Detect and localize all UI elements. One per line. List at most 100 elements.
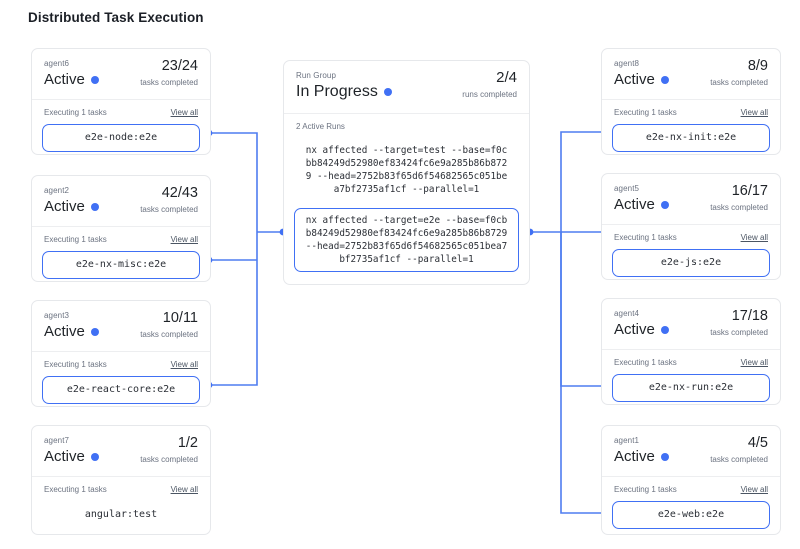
agent-task-count: 4/5 <box>747 435 768 451</box>
view-all-link[interactable]: View all <box>740 485 768 494</box>
task-pill[interactable]: e2e-js:e2e <box>612 249 770 277</box>
agent-card-header: agent1 Active 4/5 tasks completed <box>602 426 780 477</box>
task-pill[interactable]: angular:test <box>42 501 200 529</box>
executing-label: Executing 1 tasks <box>44 360 107 369</box>
agent-status: Active <box>614 447 768 466</box>
task-pill[interactable]: e2e-nx-run:e2e <box>612 374 770 402</box>
run-group-count-sublabel: runs completed <box>462 90 517 99</box>
agent-card-header: agent6 Active 23/24 tasks completed <box>32 49 210 100</box>
active-runs-label: 2 Active Runs <box>296 122 345 131</box>
view-all-link[interactable]: View all <box>170 360 198 369</box>
executing-label: Executing 1 tasks <box>44 485 107 494</box>
agent-task-count-sublabel: tasks completed <box>140 78 198 87</box>
run-group-label: Run Group <box>296 71 337 80</box>
agent-name: agent3 <box>44 311 70 320</box>
agent-task-count: 16/17 <box>731 183 768 199</box>
agent-status-label: Active <box>44 71 85 88</box>
agent-card-agent2[interactable]: agent2 Active 42/43 tasks completed Exec… <box>31 175 211 282</box>
view-all-link[interactable]: View all <box>170 235 198 244</box>
executing-label: Executing 1 tasks <box>614 233 677 242</box>
agent-card-body: Executing 1 tasks View all e2e-nx-init:e… <box>602 100 780 154</box>
agent-card-body: Executing 1 tasks View all e2e-node:e2e <box>32 100 210 154</box>
run-command[interactable]: nx affected --target=test --base=f0cbb84… <box>305 145 508 195</box>
page-title: Distributed Task Execution <box>28 10 204 25</box>
agent-task-count-sublabel: tasks completed <box>140 330 198 339</box>
agent-card-body: Executing 1 tasks View all e2e-web:e2e <box>602 477 780 534</box>
agent-card-agent5[interactable]: agent5 Active 16/17 tasks completed Exec… <box>601 173 781 280</box>
executing-label: Executing 1 tasks <box>614 358 677 367</box>
executing-label: Executing 1 tasks <box>614 108 677 117</box>
agent-card-agent7[interactable]: agent7 Active 1/2 tasks completed Execut… <box>31 425 211 535</box>
agent-status-label: Active <box>614 196 655 213</box>
view-all-link[interactable]: View all <box>170 485 198 494</box>
agent-card-agent8[interactable]: agent8 Active 8/9 tasks completed Execut… <box>601 48 781 155</box>
agent-status: Active <box>614 320 768 339</box>
run-group-count: 2/4 <box>496 69 517 86</box>
status-dot-icon <box>660 200 669 209</box>
agent-name: agent5 <box>614 184 640 193</box>
agent-card-header: agent8 Active 8/9 tasks completed <box>602 49 780 100</box>
status-dot-icon <box>90 75 99 84</box>
agent-task-count: 23/24 <box>161 58 198 74</box>
agent-card-header: agent2 Active 42/43 tasks completed <box>32 176 210 227</box>
agent-card-body: Executing 1 tasks View all e2e-nx-misc:e… <box>32 227 210 281</box>
status-dot-icon <box>660 325 669 334</box>
agent-task-count-sublabel: tasks completed <box>140 455 198 464</box>
agent-task-count: 42/43 <box>161 185 198 201</box>
run-group-body: 2 Active Runs nx affected --target=test … <box>284 114 529 284</box>
run-group-status-label: In Progress <box>296 83 378 100</box>
task-pill[interactable]: e2e-node:e2e <box>42 124 200 152</box>
agent-status: Active <box>44 197 198 216</box>
run-group-status: In Progress <box>296 82 517 101</box>
agent-name: agent1 <box>614 436 640 445</box>
agent-status-label: Active <box>44 448 85 465</box>
agent-card-agent1[interactable]: agent1 Active 4/5 tasks completed Execut… <box>601 425 781 535</box>
agent-card-header: agent5 Active 16/17 tasks completed <box>602 174 780 225</box>
connector-agent3 <box>209 232 258 386</box>
run-group-header: Run Group In Progress 2/4 runs completed <box>284 61 529 114</box>
agent-task-count-sublabel: tasks completed <box>710 203 768 212</box>
agent-card-header: agent7 Active 1/2 tasks completed <box>32 426 210 477</box>
status-dot-icon <box>660 452 669 461</box>
agent-card-agent4[interactable]: agent4 Active 17/18 tasks completed Exec… <box>601 298 781 405</box>
agent-card-body: Executing 1 tasks View all angular:test <box>32 477 210 534</box>
view-all-link[interactable]: View all <box>740 358 768 367</box>
executing-label: Executing 1 tasks <box>44 235 107 244</box>
agent-name: agent8 <box>614 59 640 68</box>
agent-status: Active <box>44 322 198 341</box>
agent-task-count-sublabel: tasks completed <box>710 78 768 87</box>
status-dot-icon <box>90 452 99 461</box>
agent-status-label: Active <box>614 448 655 465</box>
agent-name: agent4 <box>614 309 640 318</box>
status-dot-icon <box>90 202 99 211</box>
agent-task-count-sublabel: tasks completed <box>140 205 198 214</box>
agent-card-body: Executing 1 tasks View all e2e-nx-run:e2… <box>602 350 780 404</box>
agent-status: Active <box>614 195 768 214</box>
agent-card-agent3[interactable]: agent3 Active 10/11 tasks completed Exec… <box>31 300 211 407</box>
task-pill[interactable]: e2e-nx-misc:e2e <box>42 251 200 279</box>
task-pill[interactable]: e2e-react-core:e2e <box>42 376 200 404</box>
status-dot-icon <box>660 75 669 84</box>
agent-task-count: 10/11 <box>162 310 198 326</box>
agent-status: Active <box>614 70 768 89</box>
agent-status: Active <box>44 447 198 466</box>
agent-name: agent2 <box>44 186 70 195</box>
task-pill[interactable]: e2e-web:e2e <box>612 501 770 529</box>
view-all-link[interactable]: View all <box>740 108 768 117</box>
agent-card-agent6[interactable]: agent6 Active 23/24 tasks completed Exec… <box>31 48 211 155</box>
executing-label: Executing 1 tasks <box>614 485 677 494</box>
run-group-card[interactable]: Run Group In Progress 2/4 runs completed… <box>283 60 530 285</box>
agent-name: agent7 <box>44 436 70 445</box>
agent-task-count: 17/18 <box>731 308 768 324</box>
run-command-active[interactable]: nx affected --target=e2e --base=f0cbb842… <box>294 208 519 272</box>
agent-card-body: Executing 1 tasks View all e2e-react-cor… <box>32 352 210 406</box>
agent-card-header: agent3 Active 10/11 tasks completed <box>32 301 210 352</box>
task-pill[interactable]: e2e-nx-init:e2e <box>612 124 770 152</box>
agent-task-count: 8/9 <box>747 58 768 74</box>
view-all-link[interactable]: View all <box>740 233 768 242</box>
agent-card-body: Executing 1 tasks View all e2e-js:e2e <box>602 225 780 279</box>
agent-status: Active <box>44 70 198 89</box>
agent-name: agent6 <box>44 59 70 68</box>
view-all-link[interactable]: View all <box>170 108 198 117</box>
agent-task-count-sublabel: tasks completed <box>710 455 768 464</box>
